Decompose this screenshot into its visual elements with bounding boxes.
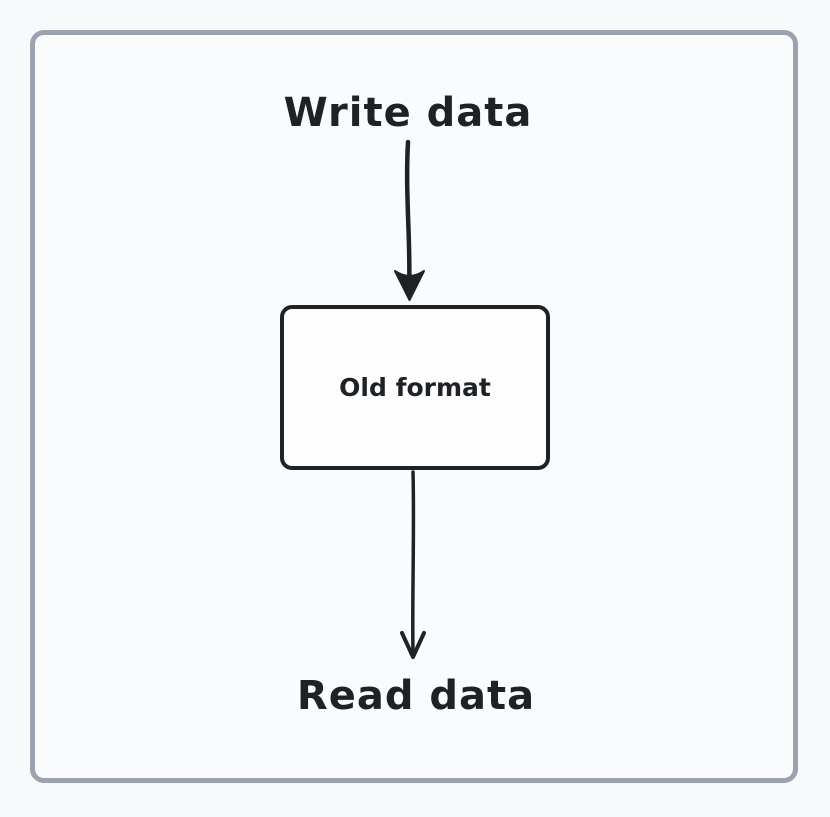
old-format-node: Old format	[280, 305, 550, 470]
old-format-label: Old format	[339, 373, 491, 402]
read-data-label: Read data	[296, 673, 536, 719]
write-data-label: Write data	[283, 90, 533, 136]
